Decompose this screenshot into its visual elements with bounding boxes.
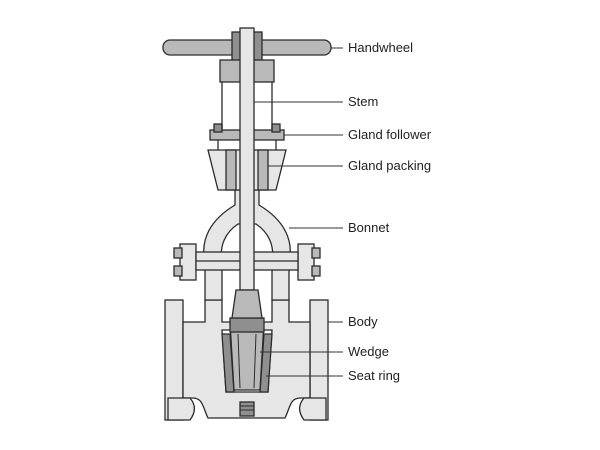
label-gland-packing: Gland packing: [348, 158, 431, 173]
packing-right: [257, 149, 269, 191]
bonnet-bolt-right-bottom: [311, 265, 321, 277]
part-labels: Handwheel Stem Gland follower Gland pack…: [348, 40, 432, 383]
label-stem: Stem: [348, 94, 378, 109]
stem: [231, 27, 263, 319]
packing-left: [225, 149, 237, 191]
left-foot: [167, 397, 196, 421]
label-body: Body: [348, 314, 378, 329]
bonnet-bolt-left-bottom: [173, 265, 183, 277]
label-gland-follower: Gland follower: [348, 127, 432, 142]
label-handwheel: Handwheel: [348, 40, 413, 55]
right-foot: [298, 397, 327, 421]
stem-collar: [231, 289, 263, 319]
bonnet: [173, 189, 321, 301]
label-wedge: Wedge: [348, 344, 389, 359]
gland-nut-right: [271, 123, 281, 133]
drain-plug: [239, 401, 255, 417]
bonnet-bolt-left-top: [173, 247, 183, 259]
label-seat-ring: Seat ring: [348, 368, 400, 383]
label-bonnet: Bonnet: [348, 220, 390, 235]
wedge: [229, 317, 265, 391]
bonnet-bolt-right-top: [311, 247, 321, 259]
wedge-head: [229, 317, 265, 333]
gland-nut-left: [213, 123, 223, 133]
leader-lines: [254, 47, 343, 377]
stem-rod: [239, 27, 255, 291]
